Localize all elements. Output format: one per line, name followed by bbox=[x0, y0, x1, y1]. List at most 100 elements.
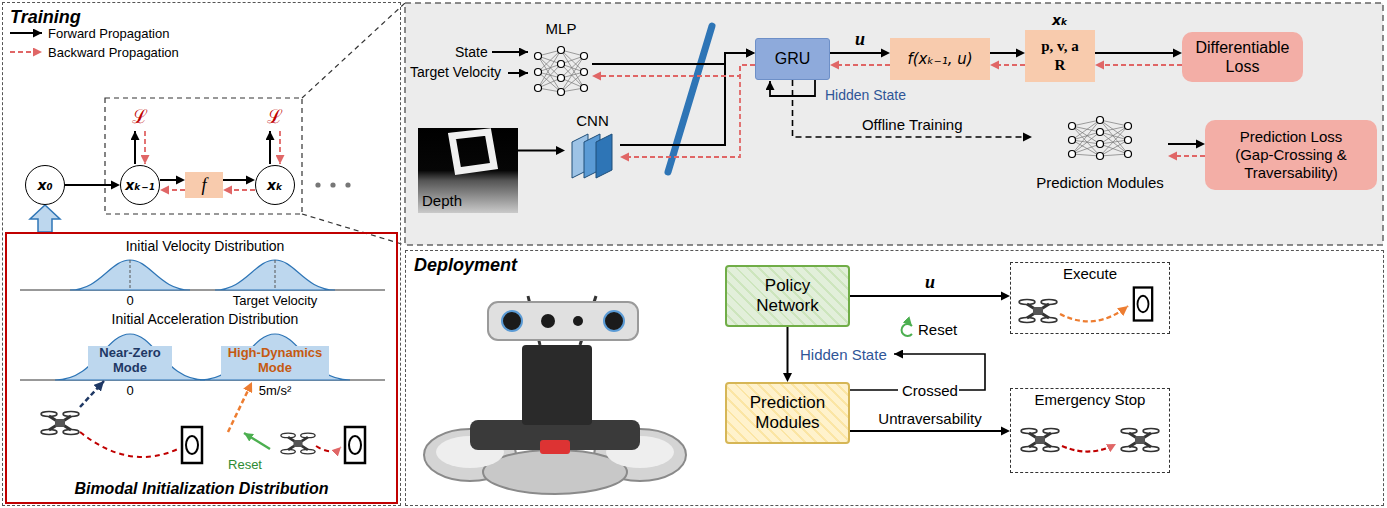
state-circle: xₖ bbox=[255, 165, 295, 205]
drone-photo bbox=[541, 314, 555, 328]
edge-label: Offline Training bbox=[862, 116, 963, 134]
figure-label: 0 bbox=[126, 383, 133, 399]
crossed-reset-line bbox=[850, 389, 898, 391]
drone-photo bbox=[604, 311, 624, 331]
arrowhead bbox=[1095, 61, 1104, 70]
connector bbox=[518, 146, 565, 155]
gru-box: GRU bbox=[755, 38, 830, 80]
connector bbox=[990, 49, 1025, 58]
state-circle: xₖ₋₁ bbox=[120, 165, 160, 205]
ellipsis-dots bbox=[345, 182, 350, 187]
connector-line bbox=[990, 52, 1018, 54]
node-text: Training bbox=[10, 6, 81, 28]
loss-arrow bbox=[134, 131, 136, 164]
connector-line bbox=[850, 430, 1003, 432]
node-text: GRU bbox=[775, 49, 811, 68]
reset-icon bbox=[902, 324, 912, 336]
mlp-icon bbox=[535, 47, 588, 96]
prediction-icon bbox=[1069, 151, 1076, 158]
node-text: Bimodal Initialization Distribution bbox=[74, 479, 328, 498]
figure-label: Initial Acceleration Distribution bbox=[112, 311, 299, 328]
figure-label: Target Velocity bbox=[410, 64, 501, 81]
connector-line bbox=[620, 53, 748, 145]
figure-label: Reset bbox=[918, 321, 957, 339]
prediction-icon bbox=[1125, 137, 1132, 144]
init-scene bbox=[228, 382, 252, 432]
arrowhead bbox=[1173, 49, 1182, 58]
arrowhead bbox=[246, 176, 255, 185]
mlp-icon bbox=[535, 53, 542, 60]
zoom-panel bbox=[405, 3, 1383, 245]
arrowhead bbox=[592, 72, 601, 81]
depth-image bbox=[452, 132, 494, 171]
arrowhead bbox=[746, 49, 755, 58]
mlp-icon bbox=[535, 85, 542, 92]
input-arrow bbox=[492, 51, 528, 53]
node-text: Prediction Loss (Gap-Crossing & Traversa… bbox=[1226, 128, 1356, 182]
connector bbox=[620, 65, 755, 162]
prediction-icon bbox=[1097, 129, 1104, 136]
connector bbox=[160, 176, 185, 185]
connector bbox=[592, 49, 755, 65]
arrowhead bbox=[746, 49, 755, 58]
drone-icon bbox=[1021, 429, 1059, 452]
gate-icon bbox=[1134, 288, 1152, 321]
connector bbox=[1095, 49, 1182, 58]
node-text: Prediction Modules bbox=[1036, 174, 1164, 192]
connector-line bbox=[518, 150, 558, 152]
connector bbox=[160, 186, 185, 195]
node-text: p, v, a R bbox=[1025, 30, 1095, 82]
legend-sample bbox=[10, 32, 42, 34]
depth-image bbox=[418, 128, 518, 213]
acceleration-plot bbox=[200, 334, 350, 380]
connector bbox=[65, 181, 120, 190]
execute-box: Execute bbox=[1010, 262, 1170, 334]
drone-photo bbox=[483, 450, 627, 494]
drone-photo bbox=[488, 302, 638, 340]
node-text: Execute bbox=[1063, 265, 1117, 283]
connector bbox=[620, 49, 755, 146]
mlp-icon bbox=[581, 53, 588, 60]
mlp-icon bbox=[558, 47, 565, 54]
connector bbox=[783, 327, 792, 382]
init-scene bbox=[80, 381, 104, 407]
connector-line bbox=[837, 64, 890, 66]
state-circle: x₀ bbox=[25, 165, 65, 205]
figure-label: ℒ bbox=[267, 106, 283, 127]
init-distribution-box: Bimodal Initialization Distribution bbox=[5, 232, 398, 504]
concat-bar bbox=[668, 26, 712, 172]
loss-arrow bbox=[279, 131, 281, 164]
node-text: xₖ bbox=[267, 177, 283, 194]
drone-icon bbox=[281, 433, 315, 454]
drone-photo bbox=[522, 345, 592, 425]
zoom-frame bbox=[302, 3, 405, 98]
drone-photo bbox=[540, 440, 570, 454]
node-text: Policy Network bbox=[748, 276, 828, 317]
connector-line bbox=[167, 189, 185, 191]
node-text: Prediction Modules bbox=[740, 393, 835, 434]
drone-icon bbox=[1019, 300, 1057, 323]
arrowhead bbox=[620, 153, 629, 162]
connector-line bbox=[793, 80, 1026, 137]
velocity-plot bbox=[215, 260, 335, 290]
connector bbox=[1168, 140, 1205, 149]
execute-scene bbox=[1019, 288, 1152, 323]
velocity-plot bbox=[130, 260, 131, 290]
arrowhead bbox=[990, 61, 999, 70]
node-text: Deployment bbox=[414, 254, 517, 276]
prediction-icon bbox=[1097, 117, 1104, 124]
arrowhead bbox=[1001, 427, 1010, 436]
arrowhead bbox=[111, 181, 120, 190]
connector bbox=[1095, 61, 1182, 70]
node-text: Differentiable Loss bbox=[1188, 38, 1297, 76]
acceleration-plot bbox=[20, 334, 385, 380]
figure-label: 0 bbox=[126, 293, 133, 309]
depth-image bbox=[418, 128, 518, 213]
mlp-block: MLP bbox=[530, 20, 592, 108]
connector-line bbox=[830, 52, 883, 54]
prediction-icon bbox=[1069, 123, 1076, 130]
mlp-icon bbox=[535, 47, 588, 96]
arrowhead bbox=[176, 176, 185, 185]
node-text: Emergency Stop bbox=[1035, 391, 1146, 409]
arrowhead bbox=[1001, 292, 1010, 301]
